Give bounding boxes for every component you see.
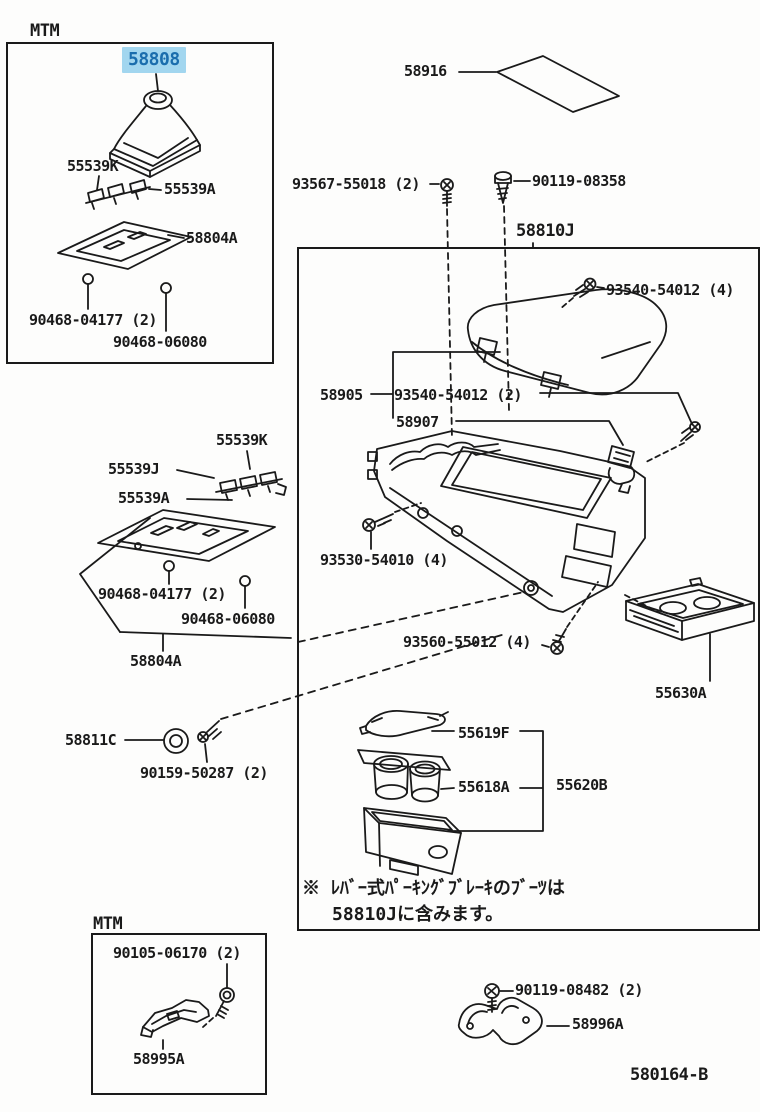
holder-cups-drawing — [357, 749, 455, 803]
rear-tray-drawing — [624, 577, 755, 682]
part-label-55619f: 55619F — [458, 724, 510, 742]
screw-54012-2-drawing — [643, 421, 701, 464]
lock-drawing — [607, 445, 636, 494]
part-label-58995a: 58995A — [133, 1050, 185, 1068]
holder-box-drawing — [363, 807, 462, 876]
part-label-93540-54012-2: 93540-54012 (2) — [394, 386, 522, 404]
screw-55012-drawing — [541, 581, 599, 655]
part-label-58996a: 58996A — [572, 1015, 624, 1033]
part-label-58804a-top: 58804A — [186, 229, 238, 247]
part-label-55618a: 55618A — [458, 778, 510, 796]
tape-drawing — [458, 55, 620, 113]
part-label-93567-55018: 93567-55018 (2) — [292, 175, 420, 193]
part-label-93530-54010: 93530-54010 (4) — [320, 551, 448, 569]
part-label-90468-04177-mid: 90468-04177 (2) — [98, 585, 226, 603]
plug-drawing — [124, 591, 525, 763]
part-label-90468-04177-top: 90468-04177 (2) — [29, 311, 157, 329]
part-label-90468-06080-mid: 90468-06080 — [181, 610, 275, 628]
part-label-55620b: 55620B — [556, 776, 608, 794]
clip-strip-mid-drawing — [176, 450, 287, 501]
mtm-bottom-tag: MTM — [93, 914, 123, 934]
part-label-58804a-mid: 58804A — [130, 652, 182, 670]
part-label-58916: 58916 — [404, 62, 447, 80]
part-label-90105-06170: 90105-06170 (2) — [113, 944, 241, 962]
armrest-lid-drawing — [466, 288, 668, 398]
bezel-top-drawing — [57, 221, 192, 332]
screw-54010-drawing — [362, 502, 422, 550]
bezel-mid-drawing — [79, 509, 292, 652]
holder-assembly-bracket — [447, 730, 544, 832]
clip-strip-top-drawing — [85, 175, 162, 210]
part-label-90119-08482: 90119-08482 (2) — [515, 981, 643, 999]
part-label-90159-50287: 90159-50287 (2) — [140, 764, 268, 782]
part-label-55630a: 55630A — [655, 684, 707, 702]
figure-code: 580164-B — [630, 1065, 708, 1085]
shift-boot-drawing — [109, 73, 201, 178]
screw-54012-4-drawing — [559, 277, 605, 310]
part-label-55539k-top: 55539K — [67, 157, 119, 175]
note-line-1: ※ ﾚﾊﾞｰ式ﾊﾟｰｷﾝｸﾞﾌﾞﾚｰｷのﾌﾞｰﾂは — [302, 878, 565, 899]
part-label-55539a-top: 55539A — [164, 180, 216, 198]
part-label-55539j-mid: 55539J — [108, 460, 160, 478]
hinge-leader-lines — [370, 351, 693, 446]
note-line-2: 58810Jに含みます。 — [332, 904, 504, 925]
part-label-58810j: 58810J — [516, 221, 575, 241]
carpet-plate-drawing — [389, 441, 501, 471]
screw-55018-drawing — [429, 178, 454, 439]
part-label-55539a-mid: 55539A — [118, 489, 170, 507]
part-label-58808[interactable]: 58808 — [122, 47, 186, 73]
part-label-93560-55012: 93560-55012 (4) — [403, 633, 531, 651]
mtm-bottom-box — [91, 933, 267, 1095]
part-label-90119-08358: 90119-08358 — [532, 172, 626, 190]
part-label-90468-06080-top: 90468-06080 — [113, 333, 207, 351]
main-assembly-box — [297, 247, 760, 931]
bracket-rear-drawing — [457, 983, 570, 1046]
part-label-55539k-mid: 55539K — [216, 431, 268, 449]
console-body-drawing — [367, 430, 646, 613]
bracket-front-drawing — [140, 963, 235, 1050]
bolt-08358-drawing — [494, 171, 531, 411]
part-label-58907: 58907 — [396, 413, 439, 431]
part-label-58905: 58905 — [320, 386, 363, 404]
mtm-top-box — [6, 42, 274, 364]
mtm-top-tag: MTM — [30, 21, 60, 41]
part-label-58811c: 58811C — [65, 731, 117, 749]
part-label-93540-54012-4: 93540-54012 (4) — [606, 281, 734, 299]
holder-plate-drawing — [359, 710, 455, 738]
